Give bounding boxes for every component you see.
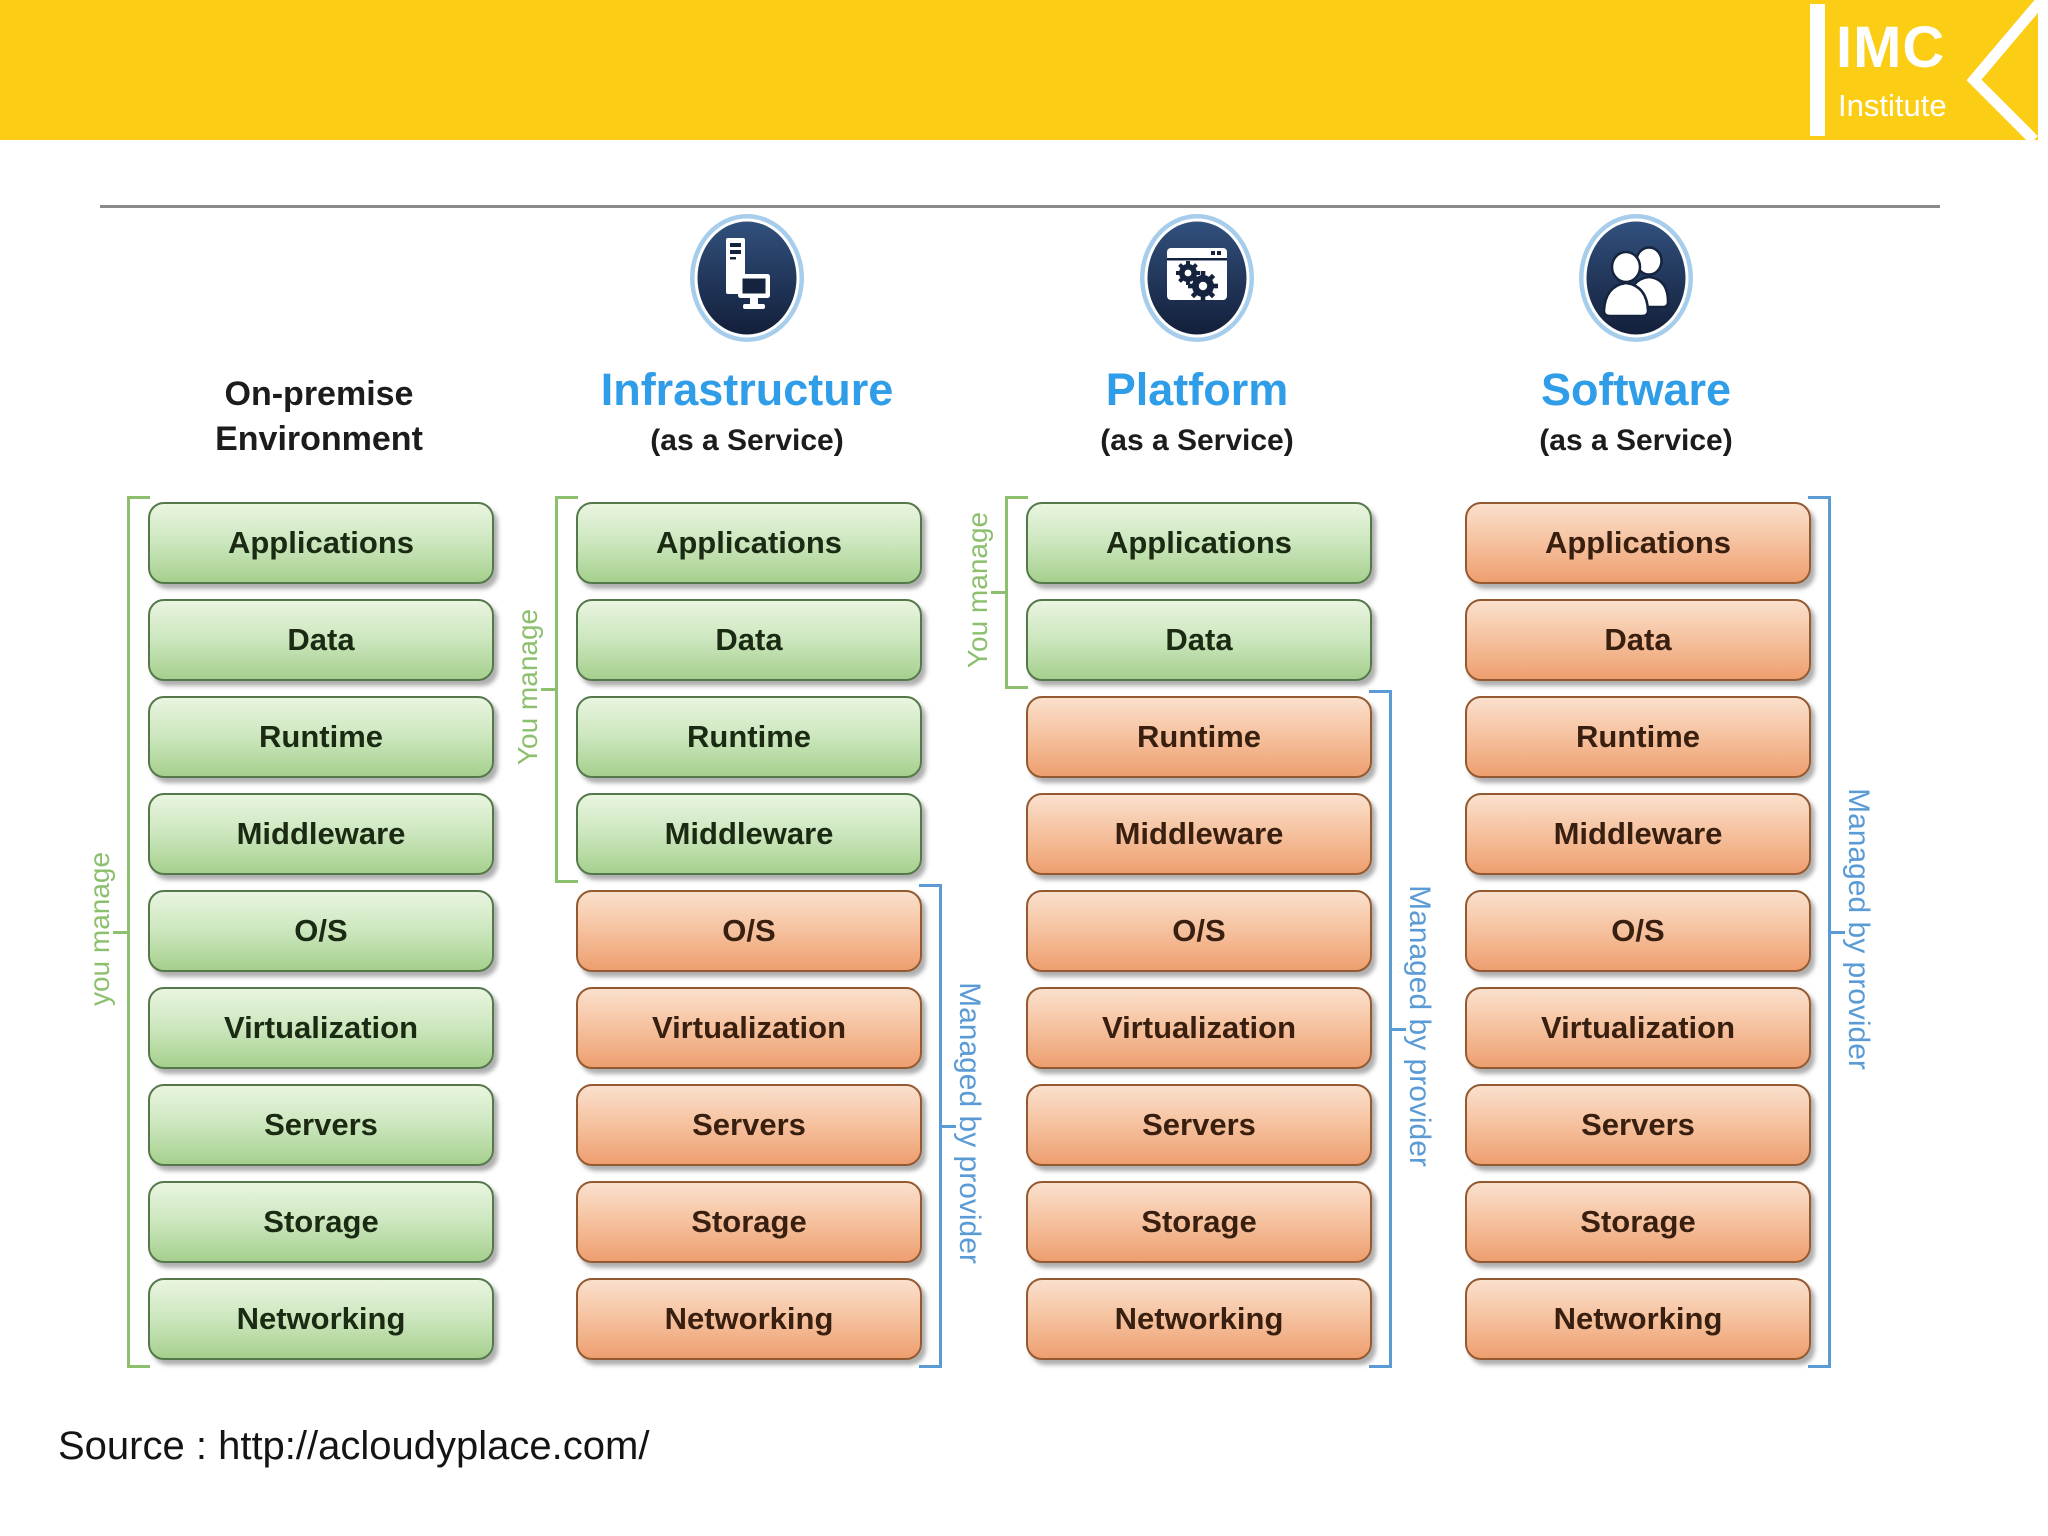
column-title: Platform [917,364,1477,416]
divider-line [100,205,1940,208]
saas-layer-o-s: O/S [1465,890,1811,972]
paas-bracket-you-manage [991,496,1028,689]
column-title: Software [1356,364,1916,416]
iaas-layer-storage: Storage [576,1181,922,1263]
logo-title: IMC [1836,15,1946,80]
bracket-tick [113,930,127,934]
iaas-layer-middleware: Middleware [576,793,922,875]
on-premise-layer-storage: Storage [148,1181,494,1263]
server-monitor-icon [688,212,806,344]
paas-layer-applications: Applications [1026,502,1372,584]
iaas-layer-runtime: Runtime [576,696,922,778]
iaas-layer-virtualization: Virtualization [576,987,922,1069]
source-caption: Source : http://acloudyplace.com/ [58,1424,650,1468]
column-subtitle: (as a Service) [1100,424,1294,457]
bracket-tick [942,1124,956,1128]
saas-layer-applications: Applications [1465,502,1811,584]
bracket-label: You manage [512,608,543,765]
paas-layer-data: Data [1026,599,1372,681]
bracket-tick [991,591,1005,594]
column-title-line: Infrastructure [600,364,894,415]
column-title-line: Platform [1105,364,1289,415]
iaas-layer-networking: Networking [576,1278,922,1360]
column-subtitle: (as a Service) [1539,424,1733,457]
logo-left-bar [1810,4,1825,136]
column-title-line: Environment [215,419,423,458]
paas-layer-runtime: Runtime [1026,696,1372,778]
iaas-bracket-managed-by-provider [919,884,956,1368]
bracket-label: Managed by provider [1403,885,1436,1167]
bracket-label: you manage [84,851,115,1007]
paas-layer-networking: Networking [1026,1278,1372,1360]
column-subtitle: (as a Service) [650,424,844,457]
paas-layer-storage: Storage [1026,1181,1372,1263]
paas-layer-o-s: O/S [1026,890,1372,972]
iaas-layer-servers: Servers [576,1084,922,1166]
saas-layer-networking: Networking [1465,1278,1811,1360]
bracket-label: Managed by provider [953,982,986,1264]
on-premise-layer-virtualization: Virtualization [148,987,494,1069]
iaas-layer-data: Data [576,599,922,681]
on-premise-layer-runtime: Runtime [148,696,494,778]
bracket-tick [1392,1027,1406,1031]
saas-layer-data: Data [1465,599,1811,681]
on-premise-layer-networking: Networking [148,1278,494,1360]
column-title-line: Software [1540,364,1732,415]
on-premise-layer-servers: Servers [148,1084,494,1166]
paas-layer-middleware: Middleware [1026,793,1372,875]
saas-bracket-managed-by-provider [1808,496,1845,1368]
on-premise-layer-o-s: O/S [148,890,494,972]
saas-layer-runtime: Runtime [1465,696,1811,778]
bracket-tick [541,688,555,691]
header-bar [0,0,2048,140]
iaas-bracket-you-manage [541,496,578,883]
column-title: Infrastructure [467,364,1027,416]
logo-subtitle: Institute [1838,88,1947,123]
paas-layer-servers: Servers [1026,1084,1372,1166]
saas-layer-storage: Storage [1465,1181,1811,1263]
on-premise-layer-data: Data [148,599,494,681]
saas-layer-servers: Servers [1465,1084,1811,1166]
bracket-label: You manage [962,511,993,668]
imc-institute-logo: IMC Institute [1800,0,2048,140]
paas-bracket-managed-by-provider [1369,690,1406,1368]
bracket-tick [1831,930,1845,934]
on-premise-bracket-you-manage [113,496,150,1368]
bracket-label: Managed by provider [1842,788,1875,1070]
logo-diamond-icon [1966,0,2048,140]
on-premise-layer-middleware: Middleware [148,793,494,875]
iaas-layer-applications: Applications [576,502,922,584]
paas-layer-virtualization: Virtualization [1026,987,1372,1069]
saas-layer-virtualization: Virtualization [1465,987,1811,1069]
column-title-line: On-premise [224,375,414,413]
window-gears-icon [1138,212,1256,344]
iaas-layer-o-s: O/S [576,890,922,972]
users-icon [1577,212,1695,344]
on-premise-layer-applications: Applications [148,502,494,584]
saas-layer-middleware: Middleware [1465,793,1811,875]
